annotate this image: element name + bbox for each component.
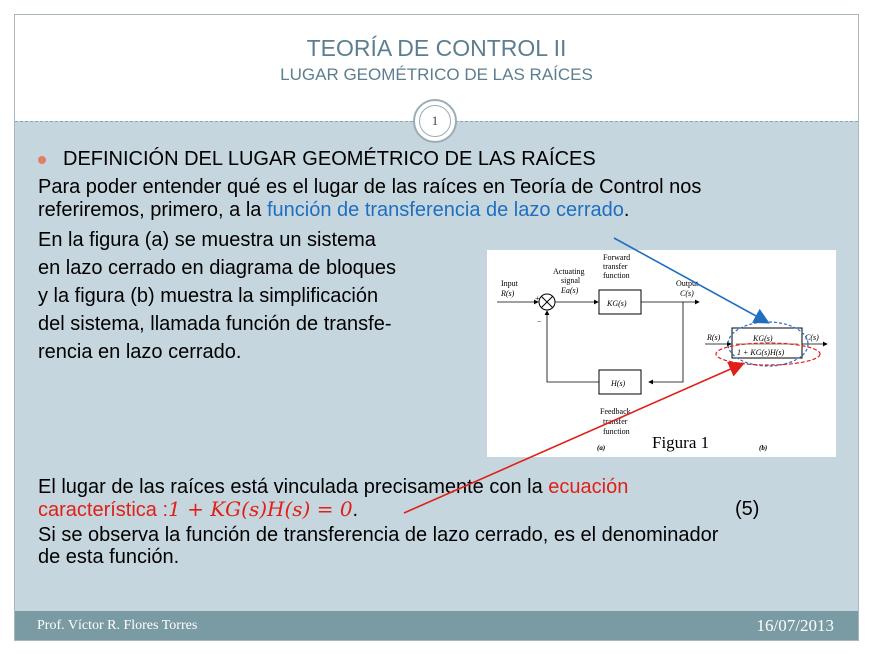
feedback-block <box>598 369 642 395</box>
blue-highlight-ellipse <box>727 321 809 367</box>
forward-label-3: function <box>603 271 630 280</box>
paragraph-1-prefix: referiremos, primero, a la <box>38 199 267 221</box>
input-signal-label: R(s) <box>500 289 515 298</box>
block-diagram-figure: Input R(s) Actuating signal Ea(s) Forwar… <box>487 250 836 457</box>
b-numerator: KG(s) <box>752 334 773 343</box>
paragraph-3-line-2: característica :1 + KG(s)H(s) = 0. <box>38 498 358 521</box>
paragraph-2-line-2: en lazo cerrado en diagrama de bloques <box>38 257 397 279</box>
output-signal-label: C(s) <box>680 289 694 298</box>
section-heading: DEFINICIÓN DEL LUGAR GEOMÉTRICO DE LAS R… <box>63 148 596 170</box>
plus-sign: + <box>535 294 540 303</box>
bullet-icon <box>38 156 46 164</box>
feedback-block-label: H(s) <box>610 379 626 388</box>
actuating-signal-label: Ea(s) <box>560 286 579 295</box>
red-highlight-ellipse <box>715 342 821 366</box>
input-label: Input <box>501 279 519 288</box>
paragraph-4-line-1: Si se observa la función de transferenci… <box>38 524 719 546</box>
paragraph-1-end: . <box>623 199 630 221</box>
red-arrow <box>403 361 745 514</box>
paragraph-3-prefix: El lugar de las raíces está vinculada pr… <box>38 476 549 498</box>
slide-title: TEORÍA DE CONTROL II <box>306 35 567 61</box>
paragraph-3-end: . <box>352 499 359 521</box>
slide-subtitle: LUGAR GEOMÉTRICO DE LAS RAÍCES <box>280 65 593 84</box>
footer-date: 16/07/2013 <box>756 616 834 635</box>
b-output-label: C(s) <box>805 333 819 342</box>
slide-number: 1 <box>419 105 451 137</box>
paragraph-3-line-1: El lugar de las raíces está vinculada pr… <box>38 476 628 498</box>
figure-caption: Figura 1 <box>652 433 709 452</box>
slide-footer: Prof. Víctor R. Flores Torres 16/07/2013 <box>15 611 858 640</box>
block-diagram: Input R(s) Actuating signal Ea(s) Forwar… <box>497 253 828 452</box>
paragraph-1-line-1: Para poder entender qué es el lugar de l… <box>38 176 702 198</box>
feedback-label-2: transfer <box>603 417 628 426</box>
blue-arrow <box>613 237 770 324</box>
actuating-label-2: signal <box>561 276 581 285</box>
footer-author: Prof. Víctor R. Flores Torres <box>37 618 198 633</box>
figure-label-a: (a) <box>597 444 605 452</box>
paragraph-2-line-5: rencia en lazo cerrado. <box>38 341 242 363</box>
forward-block-label: KG(s) <box>606 299 627 308</box>
paragraph-2-line-1: En la figura (a) se muestra un sistema <box>38 229 376 251</box>
output-label: Output <box>676 279 699 288</box>
slide-number-badge: 1 <box>413 99 457 143</box>
equation-number: (5) <box>735 498 760 520</box>
forward-label-1: Forward <box>603 253 630 262</box>
characteristic-equation-label-1: ecuación <box>548 476 629 498</box>
forward-label-2: transfer <box>603 262 628 271</box>
paragraph-1-line-2: referiremos, primero, a la función de tr… <box>38 199 629 221</box>
figure-label-b: (b) <box>759 444 767 452</box>
actuating-label-1: Actuating <box>553 267 585 276</box>
b-denominator: 1 + KG(s)H(s) <box>737 348 785 357</box>
closed-loop-link: función de transferencia de lazo cerrado <box>266 199 624 221</box>
characteristic-equation: 1 + KG(s)H(s) = 0 <box>168 497 353 521</box>
paragraph-2-line-4: del sistema, llamada función de transfe- <box>38 313 392 335</box>
slide-frame <box>14 14 859 641</box>
feedback-label-1: Feedback <box>600 407 631 416</box>
minus-sign: − <box>537 317 542 326</box>
forward-block <box>598 289 642 315</box>
feedback-label-3: function <box>603 427 630 436</box>
characteristic-equation-label-2: característica : <box>38 499 169 521</box>
b-input-label: R(s) <box>706 333 721 342</box>
paragraph-4-line-2: de esta función. <box>38 546 180 568</box>
paragraph-2-line-3: y la figura (b) muestra la simplificació… <box>38 285 379 307</box>
